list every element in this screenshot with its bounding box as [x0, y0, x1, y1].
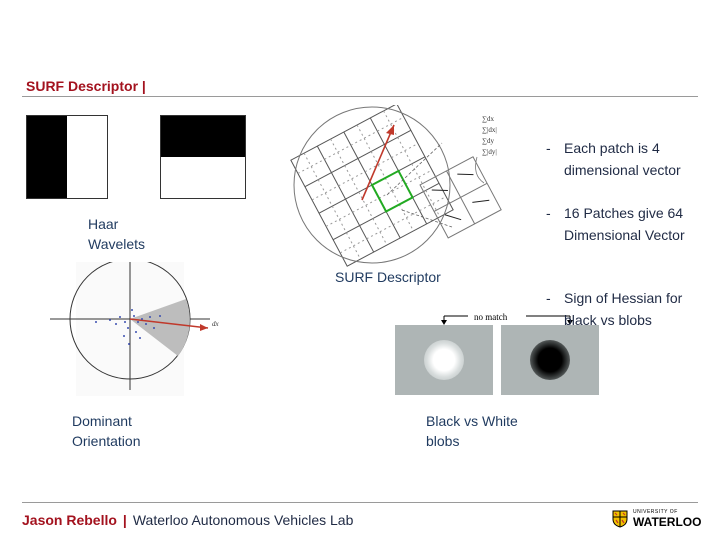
presenter-name: Jason Rebello	[22, 512, 117, 528]
white-blob	[424, 340, 464, 380]
haar-wavelet-vertical	[26, 115, 108, 199]
orientation-arrow	[361, 124, 395, 201]
haar-wavelets-caption: Haar Wavelets	[88, 216, 146, 252]
bullet-dash: -	[546, 205, 551, 221]
descriptor-sum-label: ∑dx	[482, 115, 494, 123]
bullet-text: Sign of Hessian for black vs blobs	[564, 290, 683, 328]
descriptor-sum-label: ∑|dx|	[482, 126, 497, 134]
title-divider	[22, 96, 698, 97]
footer-divider	[22, 502, 698, 503]
bullet-dash: -	[546, 140, 551, 156]
descriptor-window-circle	[293, 106, 451, 264]
bullet-text: Each patch is 4 dimensional vector	[564, 140, 681, 178]
blob-comparison	[395, 325, 601, 395]
shield-icon	[612, 510, 628, 528]
orientation-arrow-head	[386, 125, 394, 135]
orientation-figure: dx	[50, 262, 220, 396]
blobs-caption: Black vs White blobs	[426, 413, 518, 449]
sub-region-zoom	[419, 156, 502, 239]
dominant-orientation-caption: Dominant Orientation	[72, 413, 141, 449]
surf-descriptor-figure: ∑dx ∑|dx| ∑dy ∑|dy|	[290, 105, 502, 267]
haar-white-half	[67, 116, 107, 198]
black-blob	[530, 340, 570, 380]
haar-white-half	[161, 157, 245, 198]
footer-separator: |	[122, 512, 127, 528]
white-blob-panel	[395, 325, 493, 395]
black-blob-panel	[501, 325, 599, 395]
logo-university-text: UNIVERSITY OF	[633, 509, 678, 515]
bullet-dash: -	[546, 290, 551, 306]
bullet-text: 16 Patches give 64 Dimensional Vector	[564, 205, 685, 243]
slide-title: SURF Descriptor |	[26, 78, 146, 94]
haar-black-half	[161, 116, 245, 157]
blob-match-annotation: no match	[441, 310, 573, 325]
bullet-item: - Each patch is 4 dimensional vector	[546, 137, 704, 181]
orientation-axis-label: dx	[212, 320, 220, 328]
haar-black-half	[27, 116, 67, 198]
surf-descriptor-caption: SURF Descriptor	[335, 269, 441, 285]
footer: Jason Rebello | Waterloo Autonomous Vehicl…	[22, 512, 353, 528]
bullet-item: - 16 Patches give 64 Dimensional Vector	[546, 202, 704, 246]
no-match-label: no match	[474, 312, 508, 322]
logo-waterloo-text: WATERLOO	[633, 515, 702, 529]
haar-wavelet-horizontal	[160, 115, 246, 199]
descriptor-sum-label: ∑|dy|	[482, 148, 497, 156]
bullet-item: - Sign of Hessian for black vs blobs	[546, 287, 704, 331]
descriptor-grid	[290, 105, 454, 267]
descriptor-sum-label: ∑dy	[482, 137, 494, 145]
orientation-sliding-window	[130, 299, 190, 356]
dominant-direction-arrow	[129, 318, 209, 329]
university-logo: UNIVERSITY OF WATERLOO	[612, 508, 702, 530]
lab-name: Waterloo Autonomous Vehicles Lab	[132, 512, 354, 528]
